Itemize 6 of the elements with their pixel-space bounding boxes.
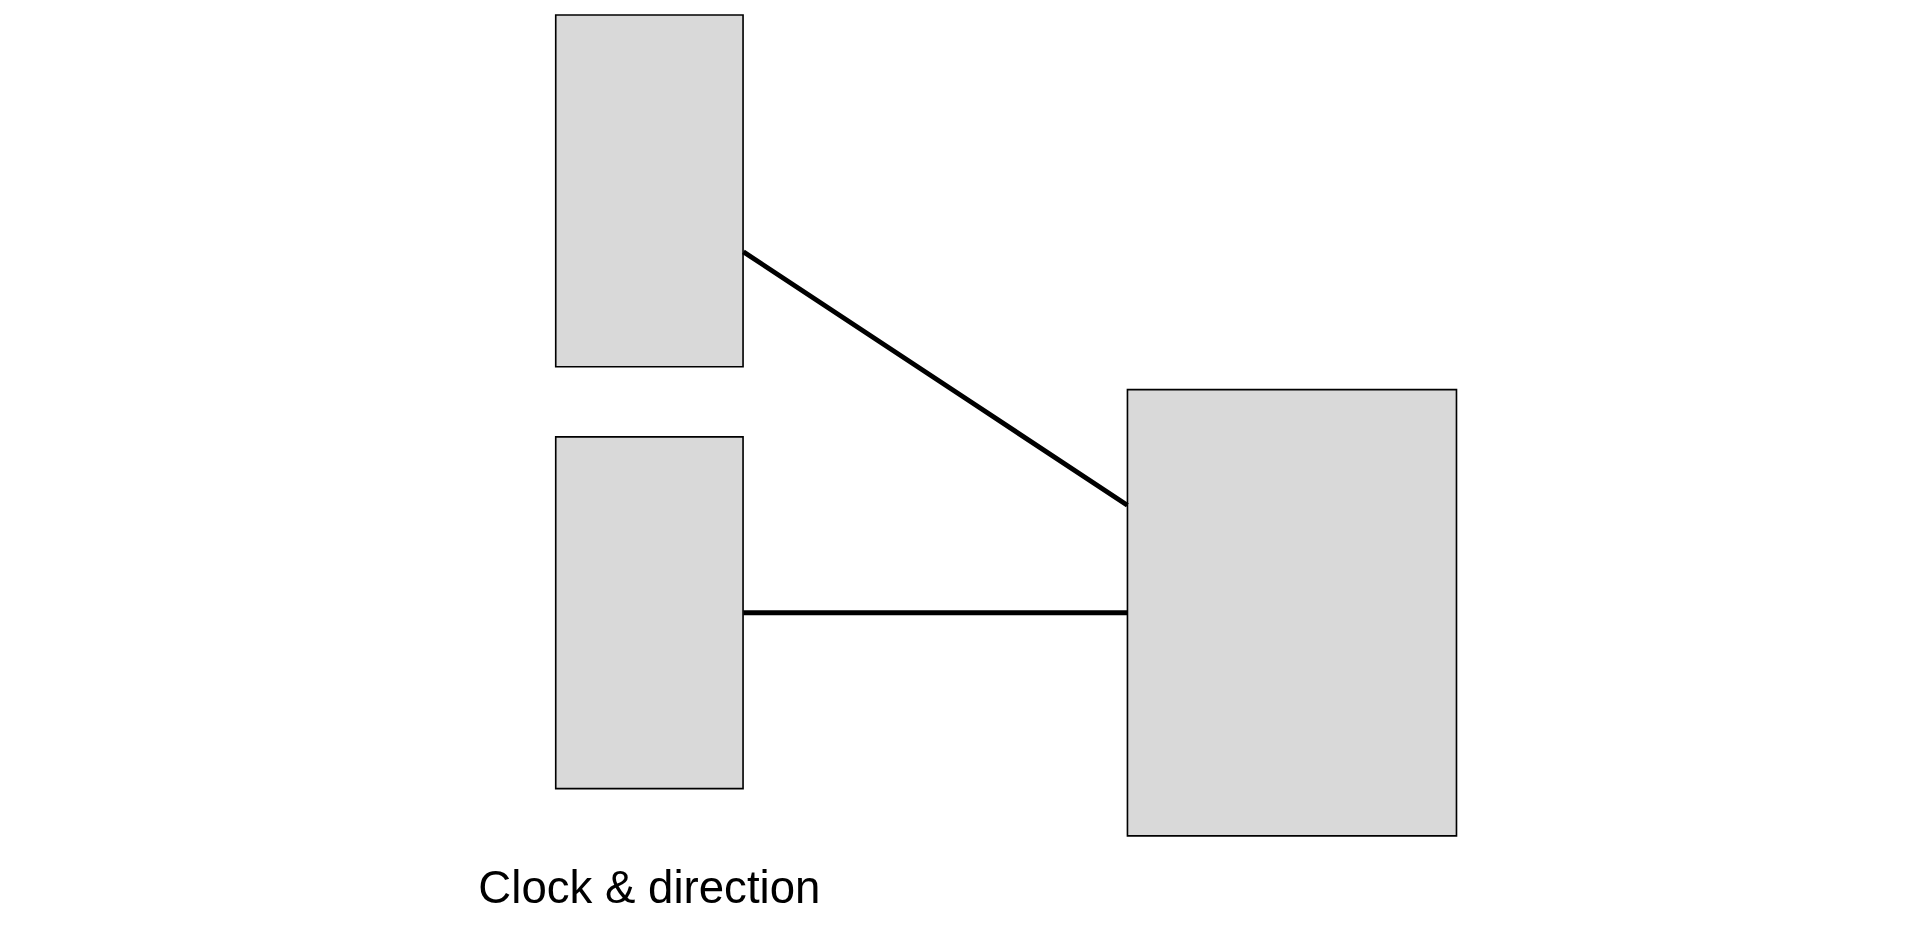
node-box [1126, 388, 1457, 837]
connector [741, 249, 1129, 508]
node-box [554, 436, 744, 790]
node-box [554, 14, 744, 368]
label: Clock & direction [477, 861, 820, 913]
connector [742, 610, 1127, 616]
